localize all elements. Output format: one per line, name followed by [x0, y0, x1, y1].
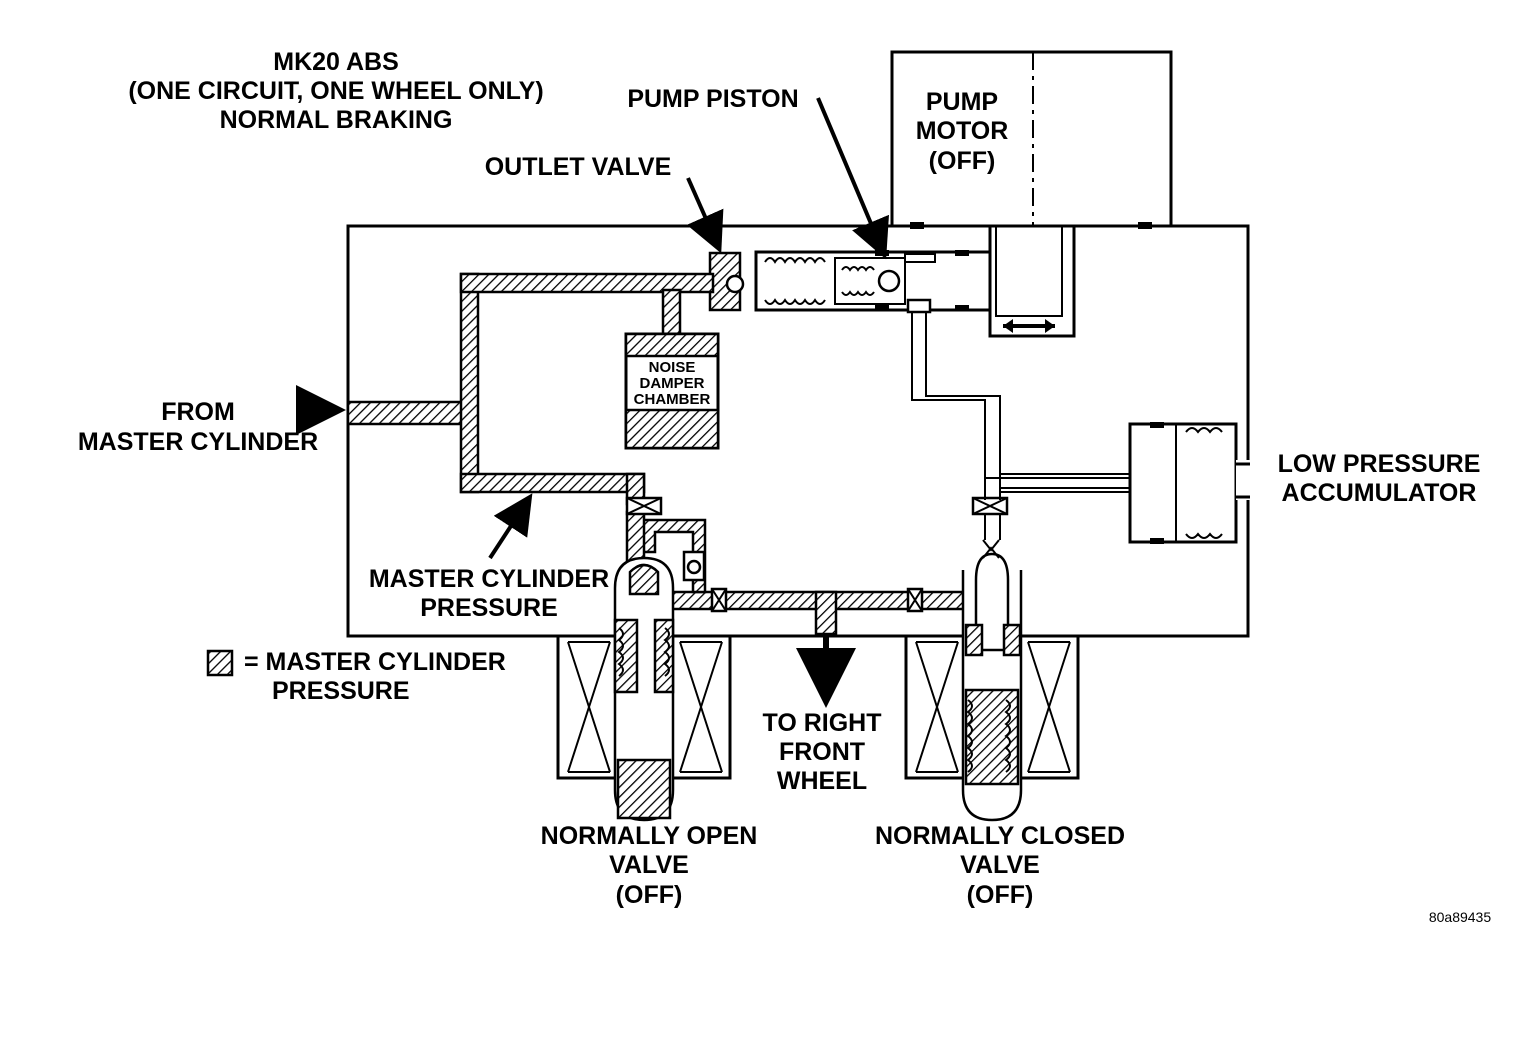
- legend-label-2: PRESSURE: [272, 677, 410, 705]
- nc-valve-label-3: (OFF): [967, 881, 1034, 909]
- filter-elements: [625, 496, 1009, 613]
- noise-damper-label-1: NOISE: [649, 359, 696, 376]
- hydraulic-control-unit: [346, 224, 1250, 638]
- pump-motor: [890, 50, 1173, 338]
- title-line-3: NORMAL BRAKING: [220, 106, 453, 134]
- no-valve-label-3: (OFF): [616, 881, 683, 909]
- mc-pressure-label-1: MASTER CYLINDER: [369, 565, 609, 593]
- outlet-valve: [708, 251, 745, 312]
- nc-valve-label-1: NORMALLY CLOSED: [875, 822, 1125, 850]
- mc-pressure-label-2: PRESSURE: [420, 594, 558, 622]
- title-line-2: (ONE CIRCUIT, ONE WHEEL ONLY): [128, 77, 543, 105]
- outlet-valve-label: OUTLET VALVE: [485, 153, 672, 181]
- nc-valve-label-2: VALVE: [960, 851, 1040, 879]
- normally-open-valve: [556, 556, 732, 822]
- legend-label-1: = MASTER CYLINDER: [244, 648, 506, 676]
- right-front-label-3: WHEEL: [777, 767, 867, 795]
- from-master-label-1: FROM: [161, 398, 235, 426]
- master-cylinder-passage: [346, 272, 980, 636]
- normally-closed-valve: [904, 539, 1080, 822]
- arrows: [296, 97, 889, 708]
- legend-swatch: [206, 649, 234, 677]
- figure-code: 80a89435: [1429, 909, 1492, 925]
- from-master-label-2: MASTER CYLINDER: [78, 428, 318, 456]
- return-passage: [906, 298, 1130, 540]
- noise-damper-label-2: DAMPER: [639, 375, 704, 392]
- low-pressure-label-1: LOW PRESSURE: [1278, 450, 1481, 478]
- pump-motor-label-1: PUMP: [926, 88, 998, 116]
- right-front-label-2: FRONT: [779, 738, 865, 766]
- right-front-label-1: TO RIGHT: [763, 709, 882, 737]
- no-valve-label-2: VALVE: [609, 851, 689, 879]
- low-pressure-label-2: ACCUMULATOR: [1282, 479, 1477, 507]
- pump-piston-label: PUMP PISTON: [627, 85, 798, 113]
- title-line-1: MK20 ABS: [273, 48, 399, 76]
- no-valve-label-1: NORMALLY OPEN: [541, 822, 758, 850]
- pump-piston: [754, 250, 992, 312]
- noise-damper-label-3: CHAMBER: [634, 391, 711, 408]
- pump-motor-label-2: MOTOR: [916, 117, 1009, 145]
- noise-damper-chamber: NOISE DAMPER CHAMBER: [624, 332, 720, 450]
- pump-motor-label-3: (OFF): [929, 147, 996, 175]
- low-pressure-accumulator: [1128, 422, 1250, 544]
